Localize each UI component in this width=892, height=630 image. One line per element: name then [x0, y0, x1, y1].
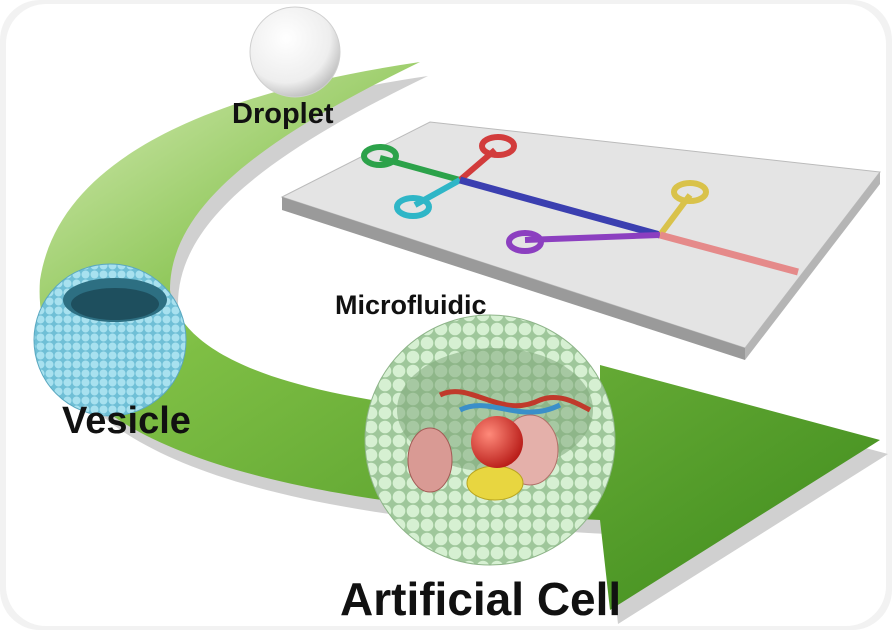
inlet-purple: [506, 230, 544, 254]
droplet-label: Droplet: [232, 98, 334, 130]
inlet-green: [361, 144, 399, 168]
vesicle-illustration: [33, 263, 187, 417]
channel-main: [459, 176, 661, 239]
droplet-sphere: [249, 6, 341, 98]
channel-outlet: [659, 231, 799, 276]
inlet-yellow: [671, 180, 709, 204]
microfluidic-chip: [280, 121, 881, 360]
inlet-cyan: [394, 195, 432, 219]
dna-strand-blue: [458, 402, 562, 415]
dna-strand-red: [438, 389, 592, 413]
channel-purple: [524, 232, 661, 243]
microfluidic-label: Microfluidic: [335, 290, 487, 320]
vesicle-label: Vesicle: [62, 400, 191, 442]
golgi-body: [466, 465, 524, 501]
artificial-cell-label: Artificial Cell: [340, 573, 622, 625]
nucleus: [471, 416, 523, 468]
inlet-red: [479, 134, 517, 158]
mitochondrion: [407, 427, 453, 493]
artificial-cell-illustration: [364, 314, 616, 566]
process-arrow: [39, 62, 880, 610]
